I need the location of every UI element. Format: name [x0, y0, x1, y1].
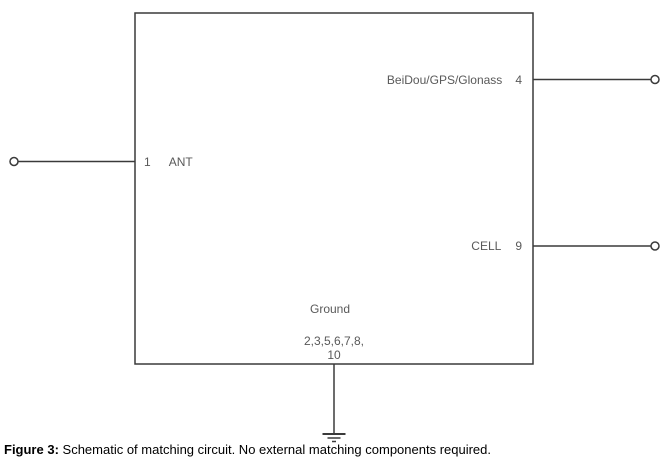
cell-pin-label: CELL: [471, 239, 502, 253]
gnss-pin-number: 4: [515, 73, 522, 87]
figure-caption: Figure 3: Schematic of matching circuit.…: [4, 441, 491, 458]
figure-caption-prefix: Figure 3:: [4, 442, 59, 457]
gnss-pin-label: BeiDou/GPS/Glonass: [386, 73, 503, 87]
ant-pin-number: 1: [144, 155, 151, 169]
ant-pin-label-group: 1 ANT: [144, 155, 193, 169]
gnss-pin-label-group: BeiDou/GPS/Glonass 4: [387, 73, 522, 87]
ground-label: Ground: [309, 302, 351, 316]
cell-pin-number: 9: [515, 239, 522, 253]
ant-terminal-circle: [9, 156, 19, 167]
ant-pin-label: ANT: [168, 155, 193, 169]
ground-pin-numbers: 2,3,5,6,7,8, 10: [274, 334, 394, 362]
ground-pin-numbers-line2: 10: [327, 348, 341, 362]
ground-pin-numbers-line1: 2,3,5,6,7,8,: [303, 334, 365, 348]
cell-pin-label-group: CELL 9: [471, 239, 522, 253]
figure-caption-text: Schematic of matching circuit. No extern…: [58, 442, 491, 457]
gnss-terminal-circle: [650, 74, 660, 85]
cell-terminal-circle: [650, 241, 660, 251]
